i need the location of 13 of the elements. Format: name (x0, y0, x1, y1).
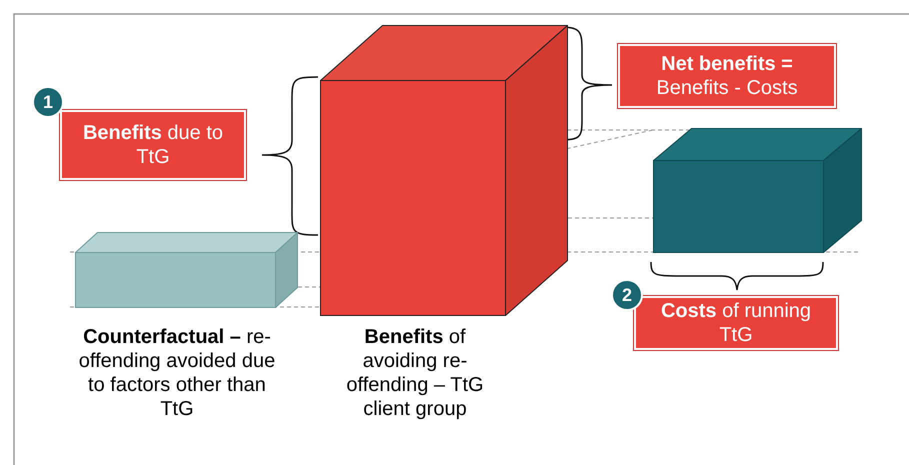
cuboid-drawing (75, 232, 298, 308)
callout-number: 1 (32, 86, 64, 118)
callout-box (618, 44, 836, 108)
box-caption: Counterfactual – re-offending avoided due to factors other than TtG (78, 325, 276, 421)
cuboid-drawing (320, 25, 568, 316)
callout-box (634, 296, 838, 350)
callout-text: Benefits due to TtG (82, 122, 224, 168)
callout-text: Costs of running TtG (660, 300, 812, 346)
callout-box (60, 110, 246, 180)
cuboid-drawing (653, 128, 862, 253)
callout-number: 2 (611, 279, 643, 311)
callout-text: Net benefits = Benefits - Costs (656, 53, 798, 99)
box-caption: Benefits of avoiding re-offending – TtG client group (345, 325, 485, 421)
